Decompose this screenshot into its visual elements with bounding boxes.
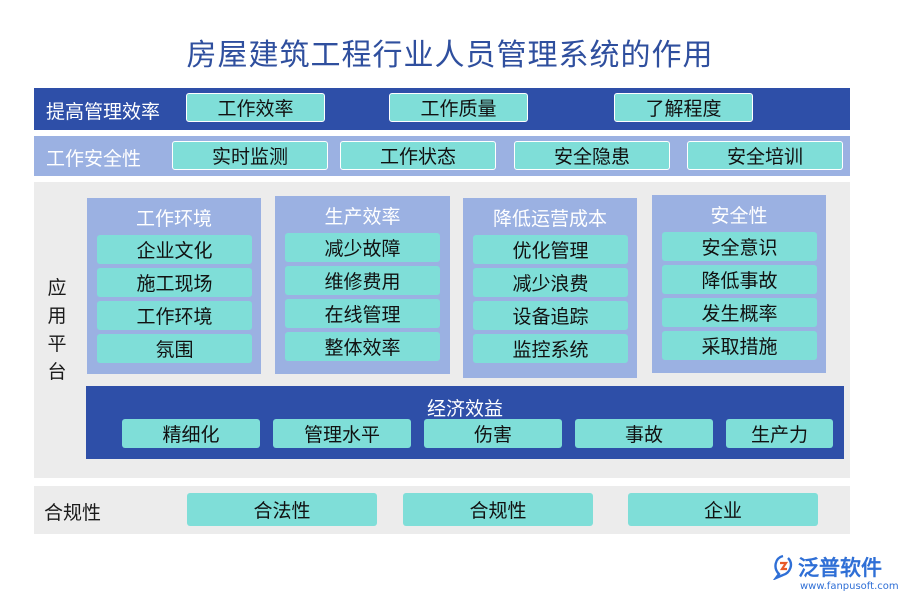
platform-label-char-3: 平 xyxy=(47,333,67,355)
platform-label-char-2: 用 xyxy=(47,305,67,327)
row-label-management-efficiency: 提高管理效率 xyxy=(46,101,161,123)
row-work-safety: 工作安全性 实时监测 工作状态 安全隐患 安全培训 xyxy=(34,136,850,176)
application-platform-section: 应 用 平 台 工作环境 企业文化 施工现场 工作环境 氛围 生产效率 减少故障… xyxy=(34,182,850,478)
economic-item-productivity: 生产力 xyxy=(726,419,833,448)
page-title: 房屋建筑工程行业人员管理系统的作用 xyxy=(186,38,714,73)
economic-item-injury: 伤害 xyxy=(424,419,562,448)
item-understanding-level: 了解程度 xyxy=(614,93,753,122)
column-item: 设备追踪 xyxy=(473,301,628,330)
economic-benefit-title: 经济效益 xyxy=(426,398,503,420)
row-compliance: 合规性 合法性 合规性 企业 xyxy=(34,486,850,534)
column-item: 采取措施 xyxy=(662,331,817,360)
column-title: 生产效率 xyxy=(324,206,401,228)
column-item: 安全意识 xyxy=(662,232,817,261)
item-safety-training: 安全培训 xyxy=(687,141,843,170)
column-item: 减少故障 xyxy=(285,233,440,262)
item-enterprise: 企业 xyxy=(628,493,818,526)
item-legality: 合法性 xyxy=(187,493,377,526)
row-management-efficiency: 提高管理效率 工作效率 工作质量 了解程度 xyxy=(34,88,850,130)
brand-logo-name: 泛普软件 xyxy=(798,556,882,580)
brand-logo-url: www.fanpusoft.com xyxy=(800,581,899,592)
platform-label-char-4: 台 xyxy=(47,361,67,383)
column-item: 发生概率 xyxy=(662,298,817,327)
column-item: 监控系统 xyxy=(473,334,628,363)
column-item: 降低事故 xyxy=(662,265,817,294)
column-item: 工作环境 xyxy=(97,301,252,330)
brand-logo: 泛普软件 www.fanpusoft.com xyxy=(770,552,899,598)
platform-label: 应 用 平 台 xyxy=(45,274,69,386)
item-realtime-monitoring: 实时监测 xyxy=(172,141,328,170)
column-item: 氛围 xyxy=(97,334,252,363)
column-item: 在线管理 xyxy=(285,299,440,328)
item-compliance: 合规性 xyxy=(403,493,593,526)
item-work-quality: 工作质量 xyxy=(389,93,528,122)
item-safety-hazard: 安全隐患 xyxy=(514,141,670,170)
economic-item-refinement: 精细化 xyxy=(122,419,260,448)
brand-logo-icon xyxy=(773,554,793,580)
column-title: 降低运营成本 xyxy=(492,208,607,230)
column-title: 工作环境 xyxy=(135,208,212,230)
item-work-efficiency: 工作效率 xyxy=(186,93,325,122)
economic-item-management-level: 管理水平 xyxy=(273,419,411,448)
row-label-compliance: 合规性 xyxy=(44,502,102,524)
item-work-status: 工作状态 xyxy=(340,141,496,170)
economic-benefit-bar: 经济效益 精细化 管理水平 伤害 事故 生产力 xyxy=(86,386,844,459)
economic-item-accident: 事故 xyxy=(575,419,713,448)
column-title: 安全性 xyxy=(710,205,768,227)
column-work-environment: 工作环境 企业文化 施工现场 工作环境 氛围 xyxy=(87,198,261,374)
column-item: 减少浪费 xyxy=(473,268,628,297)
column-item: 优化管理 xyxy=(473,235,628,264)
column-item: 整体效率 xyxy=(285,332,440,361)
column-item: 企业文化 xyxy=(97,235,252,264)
column-item: 施工现场 xyxy=(97,268,252,297)
column-safety: 安全性 安全意识 降低事故 发生概率 采取措施 xyxy=(652,195,826,373)
column-reduce-operating-cost: 降低运营成本 优化管理 减少浪费 设备追踪 监控系统 xyxy=(463,198,637,378)
platform-label-char-1: 应 xyxy=(47,277,67,299)
column-production-efficiency: 生产效率 减少故障 维修费用 在线管理 整体效率 xyxy=(275,196,450,374)
column-item: 维修费用 xyxy=(285,266,440,295)
row-label-work-safety: 工作安全性 xyxy=(46,148,142,170)
